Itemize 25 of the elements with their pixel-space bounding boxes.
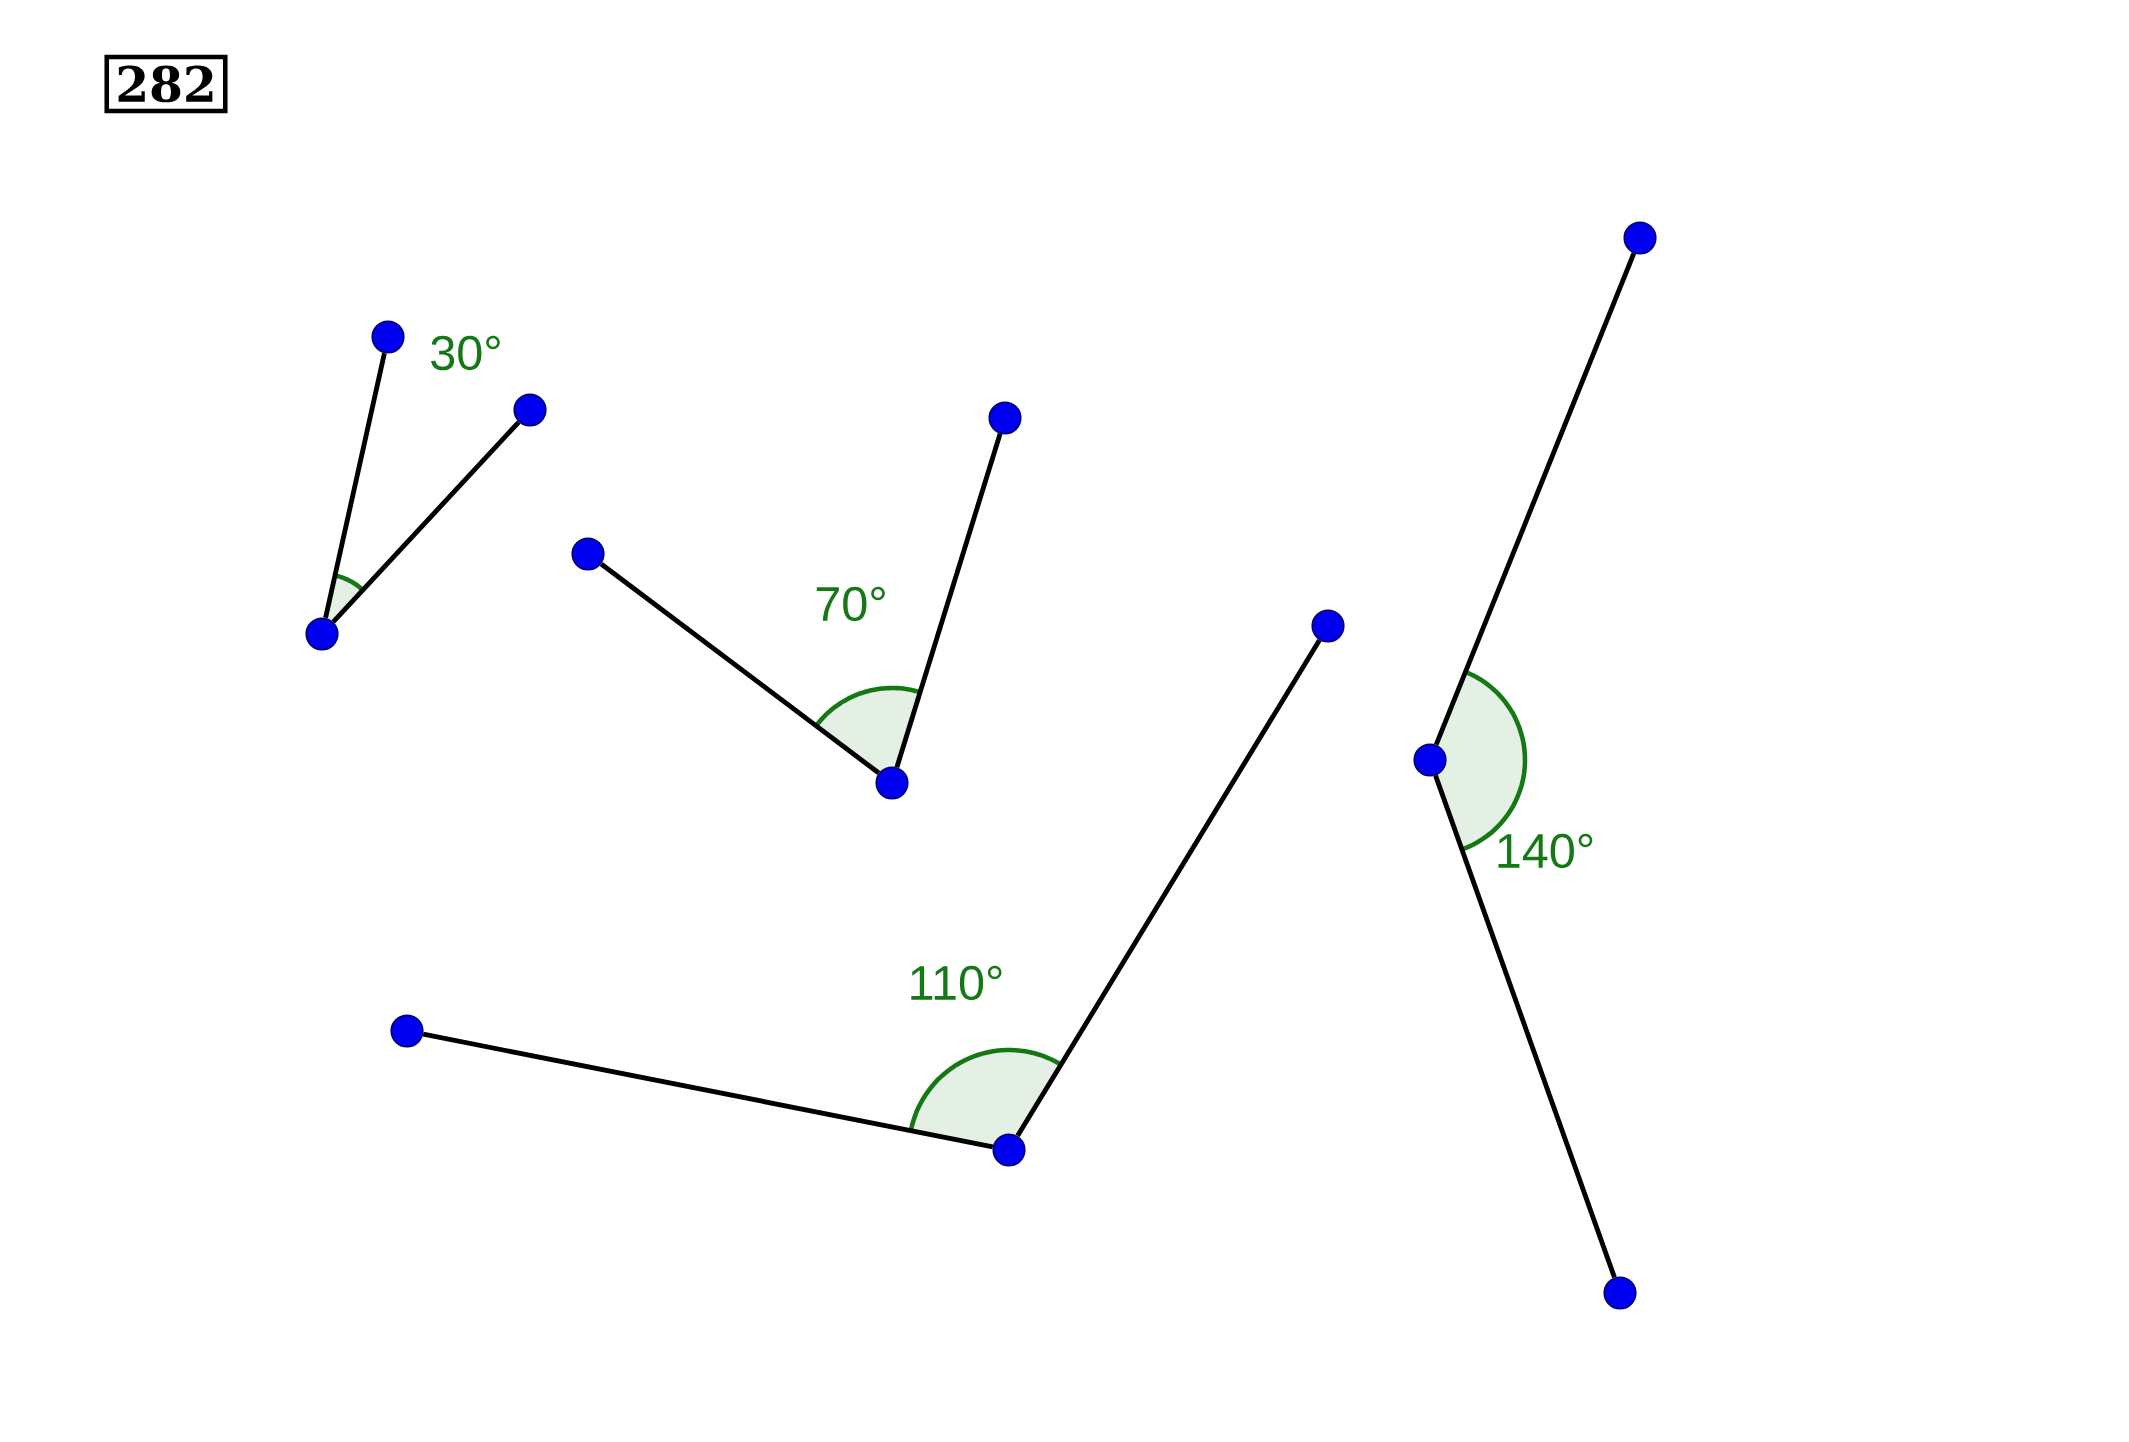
point — [305, 617, 339, 651]
segment — [894, 433, 1003, 768]
segment — [422, 1031, 994, 1150]
segment — [599, 562, 881, 775]
point — [571, 537, 605, 571]
angle-label: 30° — [431, 335, 500, 371]
point — [1311, 609, 1345, 643]
point — [371, 320, 405, 354]
point — [390, 1014, 424, 1048]
point — [1603, 1276, 1637, 1310]
angle-label: 140° — [1498, 833, 1593, 869]
angle-label: 110° — [911, 965, 1002, 1001]
point — [992, 1133, 1026, 1167]
number-box: 282 — [104, 54, 228, 114]
segment — [1433, 774, 1617, 1279]
point — [988, 401, 1022, 435]
segment — [1015, 638, 1322, 1138]
point — [1413, 743, 1447, 777]
point — [1623, 221, 1657, 255]
segment — [1433, 252, 1637, 746]
point — [513, 393, 547, 427]
segment — [323, 352, 387, 619]
angle-label: 70° — [816, 586, 885, 622]
segment — [331, 420, 521, 624]
point — [875, 766, 909, 800]
